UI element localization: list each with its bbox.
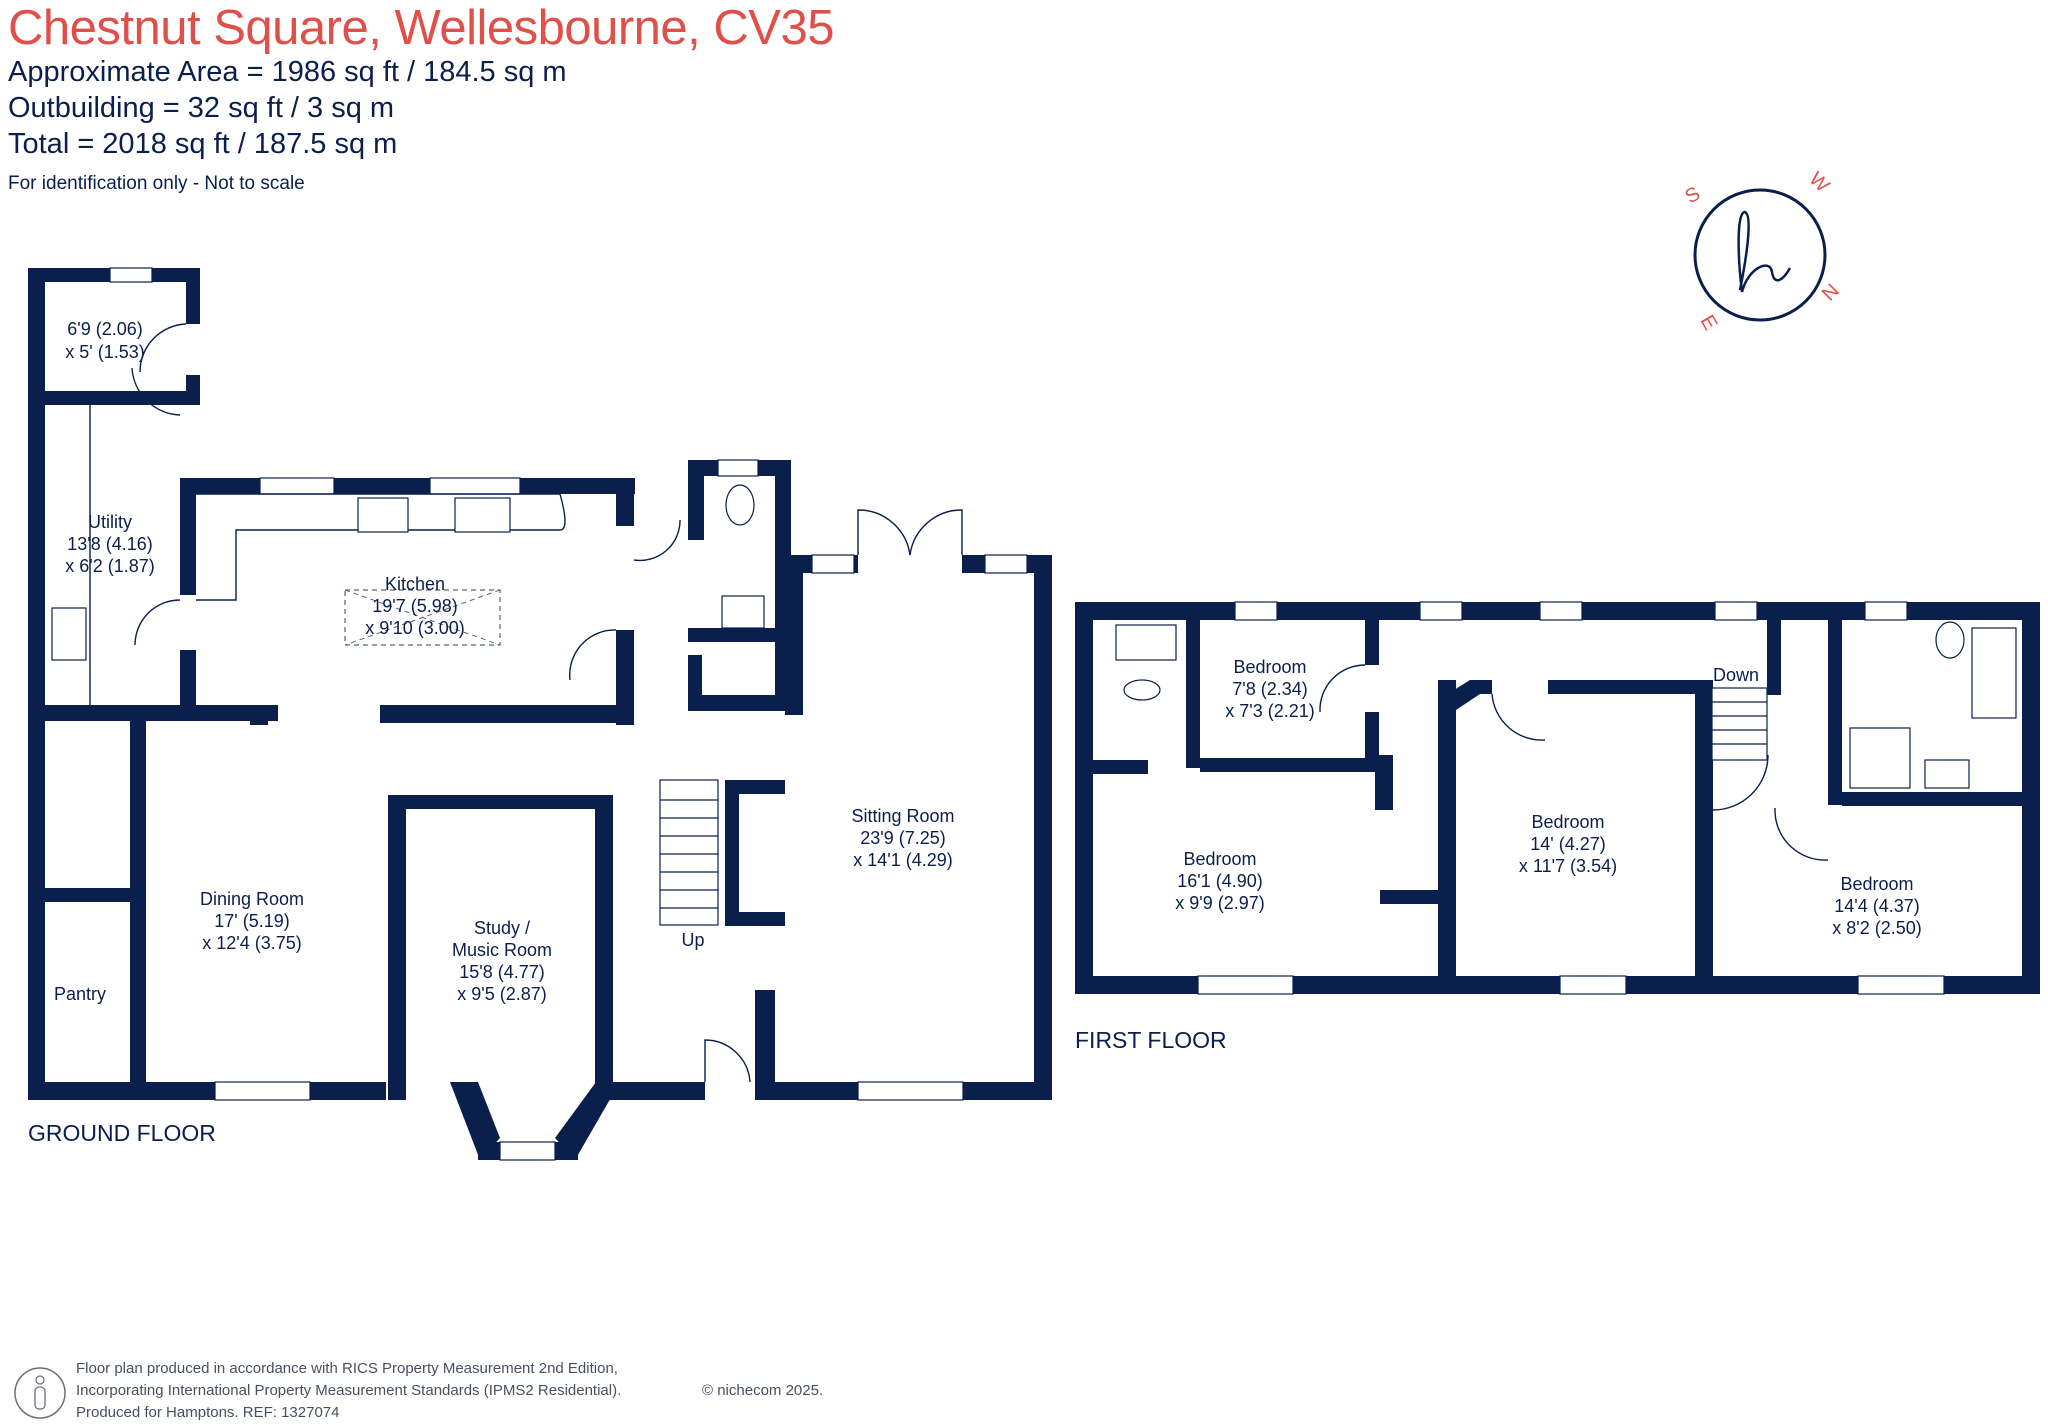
bedroom-right-size-1: 14'4 (4.37) (1834, 896, 1920, 916)
logo-mark (1737, 210, 1792, 293)
compass-w: W (1804, 168, 1833, 197)
outbuilding-size-2: x 5' (1.53) (65, 342, 144, 362)
kitchen-size-1: 19'7 (5.98) (372, 596, 458, 616)
bedroom-right-name: Bedroom (1840, 874, 1913, 894)
compass-e: E (1696, 312, 1722, 335)
footer-line-1: Floor plan produced in accordance with R… (76, 1360, 618, 1377)
stairs-up-label: Up (681, 930, 704, 950)
footer-line-2: Incorporating International Property Mea… (76, 1382, 621, 1399)
ground-floor-labels: 6'9 (2.06) x 5' (1.53) Utility 13'8 (4.1… (28, 319, 955, 1146)
bedroom-mid-size-2: x 11'7 (3.54) (1519, 856, 1617, 876)
utility-size-2: x 6'2 (1.87) (65, 556, 154, 576)
stairs-down-label: Down (1713, 665, 1759, 685)
kitchen-name: Kitchen (385, 574, 445, 594)
study-name-2: Music Room (452, 940, 552, 960)
footer-line-3: Produced for Hamptons. REF: 1327074 (76, 1404, 339, 1421)
compass-s: S (1682, 183, 1705, 209)
sitting-name: Sitting Room (851, 806, 954, 826)
bedroom-small-size-1: 7'8 (2.34) (1232, 679, 1307, 699)
bedroom-mid-size-1: 14' (4.27) (1530, 834, 1605, 854)
bedroom-mid-name: Bedroom (1531, 812, 1604, 832)
kitchen-size-2: x 9'10 (3.00) (365, 618, 465, 638)
dining-name: Dining Room (200, 889, 304, 909)
footer: Floor plan produced in accordance with R… (14, 1360, 823, 1421)
bedroom-left-size-2: x 9'9 (2.97) (1175, 893, 1264, 913)
sitting-size-1: 23'9 (7.25) (860, 828, 946, 848)
bedroom-left-size-1: 16'1 (4.90) (1177, 871, 1263, 891)
compass-n: N (1818, 280, 1844, 306)
ground-floor-plan (28, 267, 1052, 1161)
total-area: Total = 2018 sq ft / 187.5 sq m (8, 128, 398, 160)
approximate-area: Approximate Area = 1986 sq ft / 184.5 sq… (8, 56, 567, 88)
scale-note: For identification only - Not to scale (8, 173, 305, 194)
pantry-name: Pantry (54, 984, 106, 1004)
study-name-1: Study / (474, 918, 530, 938)
bedroom-left-name: Bedroom (1183, 849, 1256, 869)
plan-title: Chestnut Square, Wellesbourne, CV35 (8, 1, 834, 55)
ground-floor-label: GROUND FLOOR (28, 1120, 216, 1146)
utility-size-1: 13'8 (4.16) (67, 534, 153, 554)
utility-name: Utility (88, 512, 132, 532)
dining-size-1: 17' (5.19) (214, 911, 289, 931)
study-size-1: 15'8 (4.77) (459, 962, 545, 982)
bedroom-small-name: Bedroom (1233, 657, 1306, 677)
copyright: © nichecom 2025. (702, 1382, 823, 1399)
bedroom-right-size-2: x 8'2 (2.50) (1832, 918, 1921, 938)
compass-icon: S W N E (1682, 168, 1844, 334)
sitting-size-2: x 14'1 (4.29) (853, 850, 953, 870)
outbuilding-area: Outbuilding = 32 sq ft / 3 sq m (8, 92, 395, 124)
person-icon (14, 1367, 66, 1419)
bedroom-small-size-2: x 7'3 (2.21) (1225, 701, 1314, 721)
first-floor-label: FIRST FLOOR (1075, 1027, 1227, 1053)
outbuilding-size-1: 6'9 (2.06) (67, 319, 142, 339)
first-floor-labels: Bedroom 7'8 (2.34) x 7'3 (2.21) Bedroom … (1075, 657, 1922, 1053)
first-floor-plan (1075, 601, 2040, 995)
study-size-2: x 9'5 (2.87) (457, 984, 546, 1004)
dining-size-2: x 12'4 (3.75) (202, 933, 302, 953)
